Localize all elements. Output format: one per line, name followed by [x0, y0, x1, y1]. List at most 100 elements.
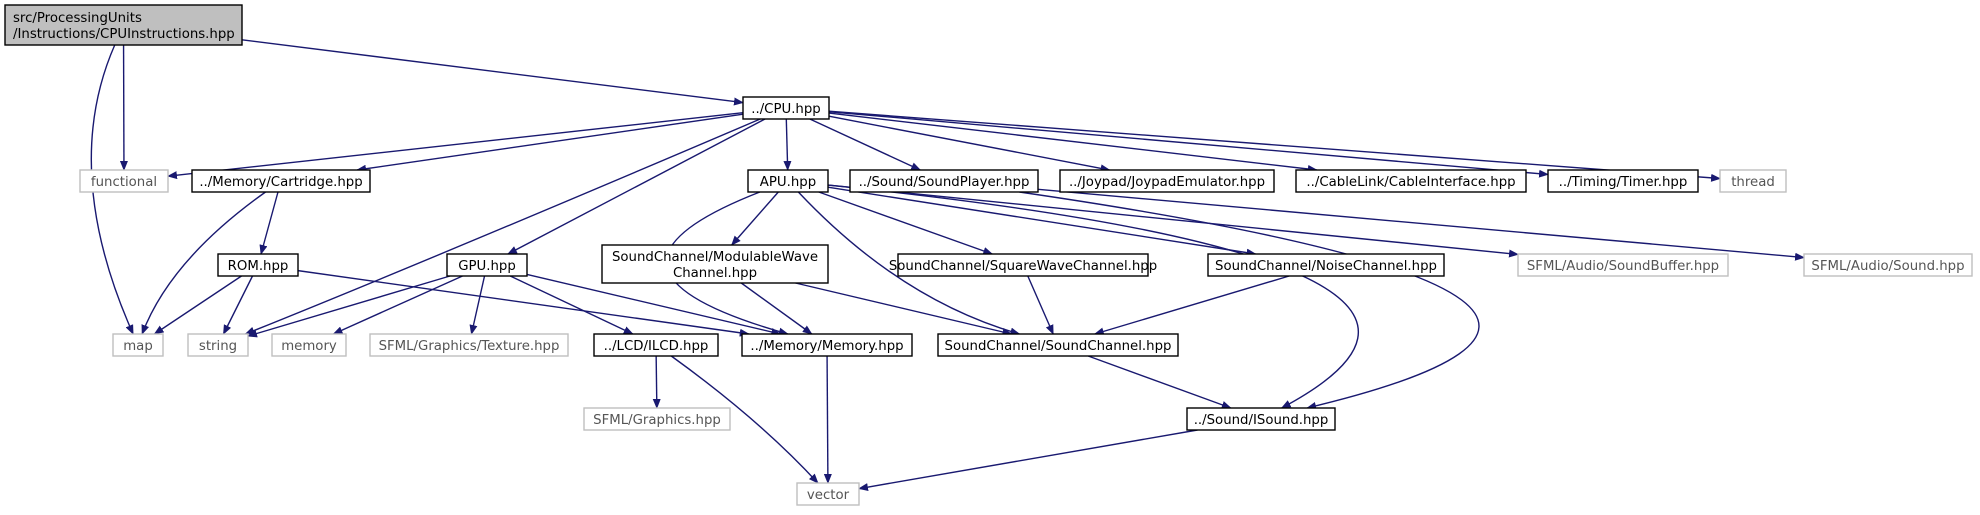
- edge-apu-to-isound: [827, 184, 1359, 409]
- edge-rom-to-memoryhpp: [297, 269, 750, 337]
- node-label: src/ProcessingUnits: [13, 11, 142, 26]
- node-box: [1295, 169, 1527, 193]
- node-label: ROM.hpp: [228, 259, 289, 274]
- node-gpu[interactable]: GPU.hpp: [446, 253, 528, 277]
- edge-arrow: [244, 118, 761, 335]
- edge-cartridge-to-map: [141, 191, 266, 335]
- edge-soundplayer-to-isound: [1019, 191, 1480, 410]
- node-label: ../CableLink/CableInterface.hpp: [1306, 175, 1515, 190]
- node-box: [593, 333, 719, 357]
- node-joypad[interactable]: ../Joypad/JoypadEmulator.hpp: [1059, 169, 1275, 193]
- node-apu[interactable]: APU.hpp: [747, 169, 829, 193]
- edge-square-to-soundchannel: [1027, 275, 1054, 335]
- node-label: GPU.hpp: [458, 259, 516, 274]
- edge-arrow: [469, 275, 486, 335]
- edge-ilcd-to-graphics: [652, 355, 661, 409]
- node-memoryhpp[interactable]: ../Memory/Memory.hpp: [741, 333, 913, 357]
- node-label: APU.hpp: [760, 175, 816, 190]
- edge-arrow: [1027, 275, 1054, 335]
- node-cpu[interactable]: ../CPU.hpp: [742, 96, 830, 120]
- node-isound[interactable]: ../Sound/ISound.hpp: [1186, 407, 1336, 431]
- node-noise[interactable]: SoundChannel/NoiseChannel.hpp: [1207, 253, 1445, 277]
- node-label: ../Joypad/JoypadEmulator.hpp: [1069, 175, 1265, 190]
- node-square[interactable]: SoundChannel/SquareWaveChannel.hpp: [889, 253, 1157, 277]
- node-box: [217, 253, 299, 277]
- node-label: SFML/Audio/Sound.hpp: [1811, 259, 1964, 274]
- edge-layer: [90, 39, 1805, 492]
- edge-gpu-to-ilcd: [509, 275, 634, 335]
- node-label: map: [123, 339, 153, 354]
- edge-arrow: [670, 355, 819, 484]
- node-cartridge[interactable]: ../Memory/Cartridge.hpp: [191, 169, 371, 193]
- node-soundbuffer: SFML/Audio/SoundBuffer.hpp: [1517, 253, 1729, 277]
- edge-rom-to-map: [153, 275, 242, 335]
- node-label: ../LCD/ILCD.hpp: [604, 339, 709, 354]
- node-box: [1207, 253, 1445, 277]
- edge-modwave-to-soundchannel: [795, 282, 1013, 336]
- edge-modwave-to-memoryhpp: [740, 282, 813, 335]
- node-box: [742, 96, 830, 120]
- edge-gpu-to-memoryhpp: [526, 273, 782, 336]
- node-label: SoundChannel/SoundChannel.hpp: [945, 339, 1172, 354]
- node-thread: thread: [1719, 169, 1787, 193]
- edge-cpu-to-joypad: [828, 115, 1111, 173]
- node-box: [1059, 169, 1275, 193]
- node-box: [1719, 169, 1787, 193]
- node-root[interactable]: src/ProcessingUnits/Instructions/CPUInst…: [4, 4, 243, 46]
- node-box: [796, 482, 860, 506]
- edge-arrow: [827, 184, 1359, 409]
- edge-gpu-to-string: [247, 275, 451, 338]
- node-box: [849, 169, 1039, 193]
- node-label: ../Sound/ISound.hpp: [1194, 413, 1329, 428]
- node-cable[interactable]: ../CableLink/CableInterface.hpp: [1295, 169, 1527, 193]
- node-label: thread: [1731, 175, 1775, 190]
- node-rom[interactable]: ROM.hpp: [217, 253, 299, 277]
- node-layer: src/ProcessingUnits/Instructions/CPUInst…: [4, 4, 1973, 506]
- node-label: vector: [807, 488, 850, 503]
- edge-cpu-to-timer: [828, 111, 1549, 178]
- edge-arrow: [783, 118, 792, 171]
- edge-cpu-to-apu: [783, 118, 792, 171]
- node-box: [271, 333, 347, 357]
- edge-noise-to-soundchannel: [1093, 275, 1290, 336]
- node-map: map: [112, 333, 164, 357]
- node-box: [446, 253, 528, 277]
- node-functional: functional: [79, 169, 169, 193]
- node-label: ../Sound/SoundPlayer.hpp: [859, 175, 1030, 190]
- node-label: SFML/Graphics/Texture.hpp: [379, 339, 560, 354]
- edge-cpu-to-thread: [828, 110, 1721, 182]
- edge-apu-to-noise: [827, 186, 1257, 257]
- edge-arrow: [652, 355, 661, 409]
- edge-arrow: [141, 191, 266, 335]
- edge-arrow: [827, 186, 1257, 257]
- node-soundchannel[interactable]: SoundChannel/SoundChannel.hpp: [937, 333, 1179, 357]
- node-box: [1517, 253, 1729, 277]
- edge-arrow: [795, 282, 1013, 336]
- edge-arrow: [828, 111, 1549, 178]
- node-box: [897, 253, 1149, 277]
- node-label: SoundChannel/SquareWaveChannel.hpp: [889, 259, 1157, 274]
- edge-cpu-to-soundplayer: [809, 118, 922, 171]
- edge-arrow: [818, 191, 994, 255]
- edge-gpu-to-texture: [469, 275, 486, 335]
- edge-ilcd-to-vector: [670, 355, 819, 484]
- edge-arrow: [828, 115, 1111, 173]
- node-soundplayer[interactable]: ../Sound/SoundPlayer.hpp: [849, 169, 1039, 193]
- node-box: [79, 169, 169, 193]
- node-ilcd[interactable]: ../LCD/ILCD.hpp: [593, 333, 719, 357]
- node-box: [369, 333, 569, 357]
- node-label: string: [199, 339, 237, 354]
- edge-arrow: [797, 191, 1021, 336]
- node-label: functional: [91, 175, 157, 190]
- node-box: [747, 169, 829, 193]
- edge-arrow: [1087, 355, 1232, 409]
- edge-arrow: [828, 112, 1318, 173]
- edge-arrow: [1019, 191, 1480, 410]
- edge-arrow: [828, 110, 1721, 182]
- node-label: ../Memory/Memory.hpp: [750, 339, 903, 354]
- edge-arrow: [356, 113, 744, 173]
- edge-cpu-to-cable: [828, 112, 1318, 173]
- node-timer[interactable]: ../Timing/Timer.hpp: [1547, 169, 1699, 193]
